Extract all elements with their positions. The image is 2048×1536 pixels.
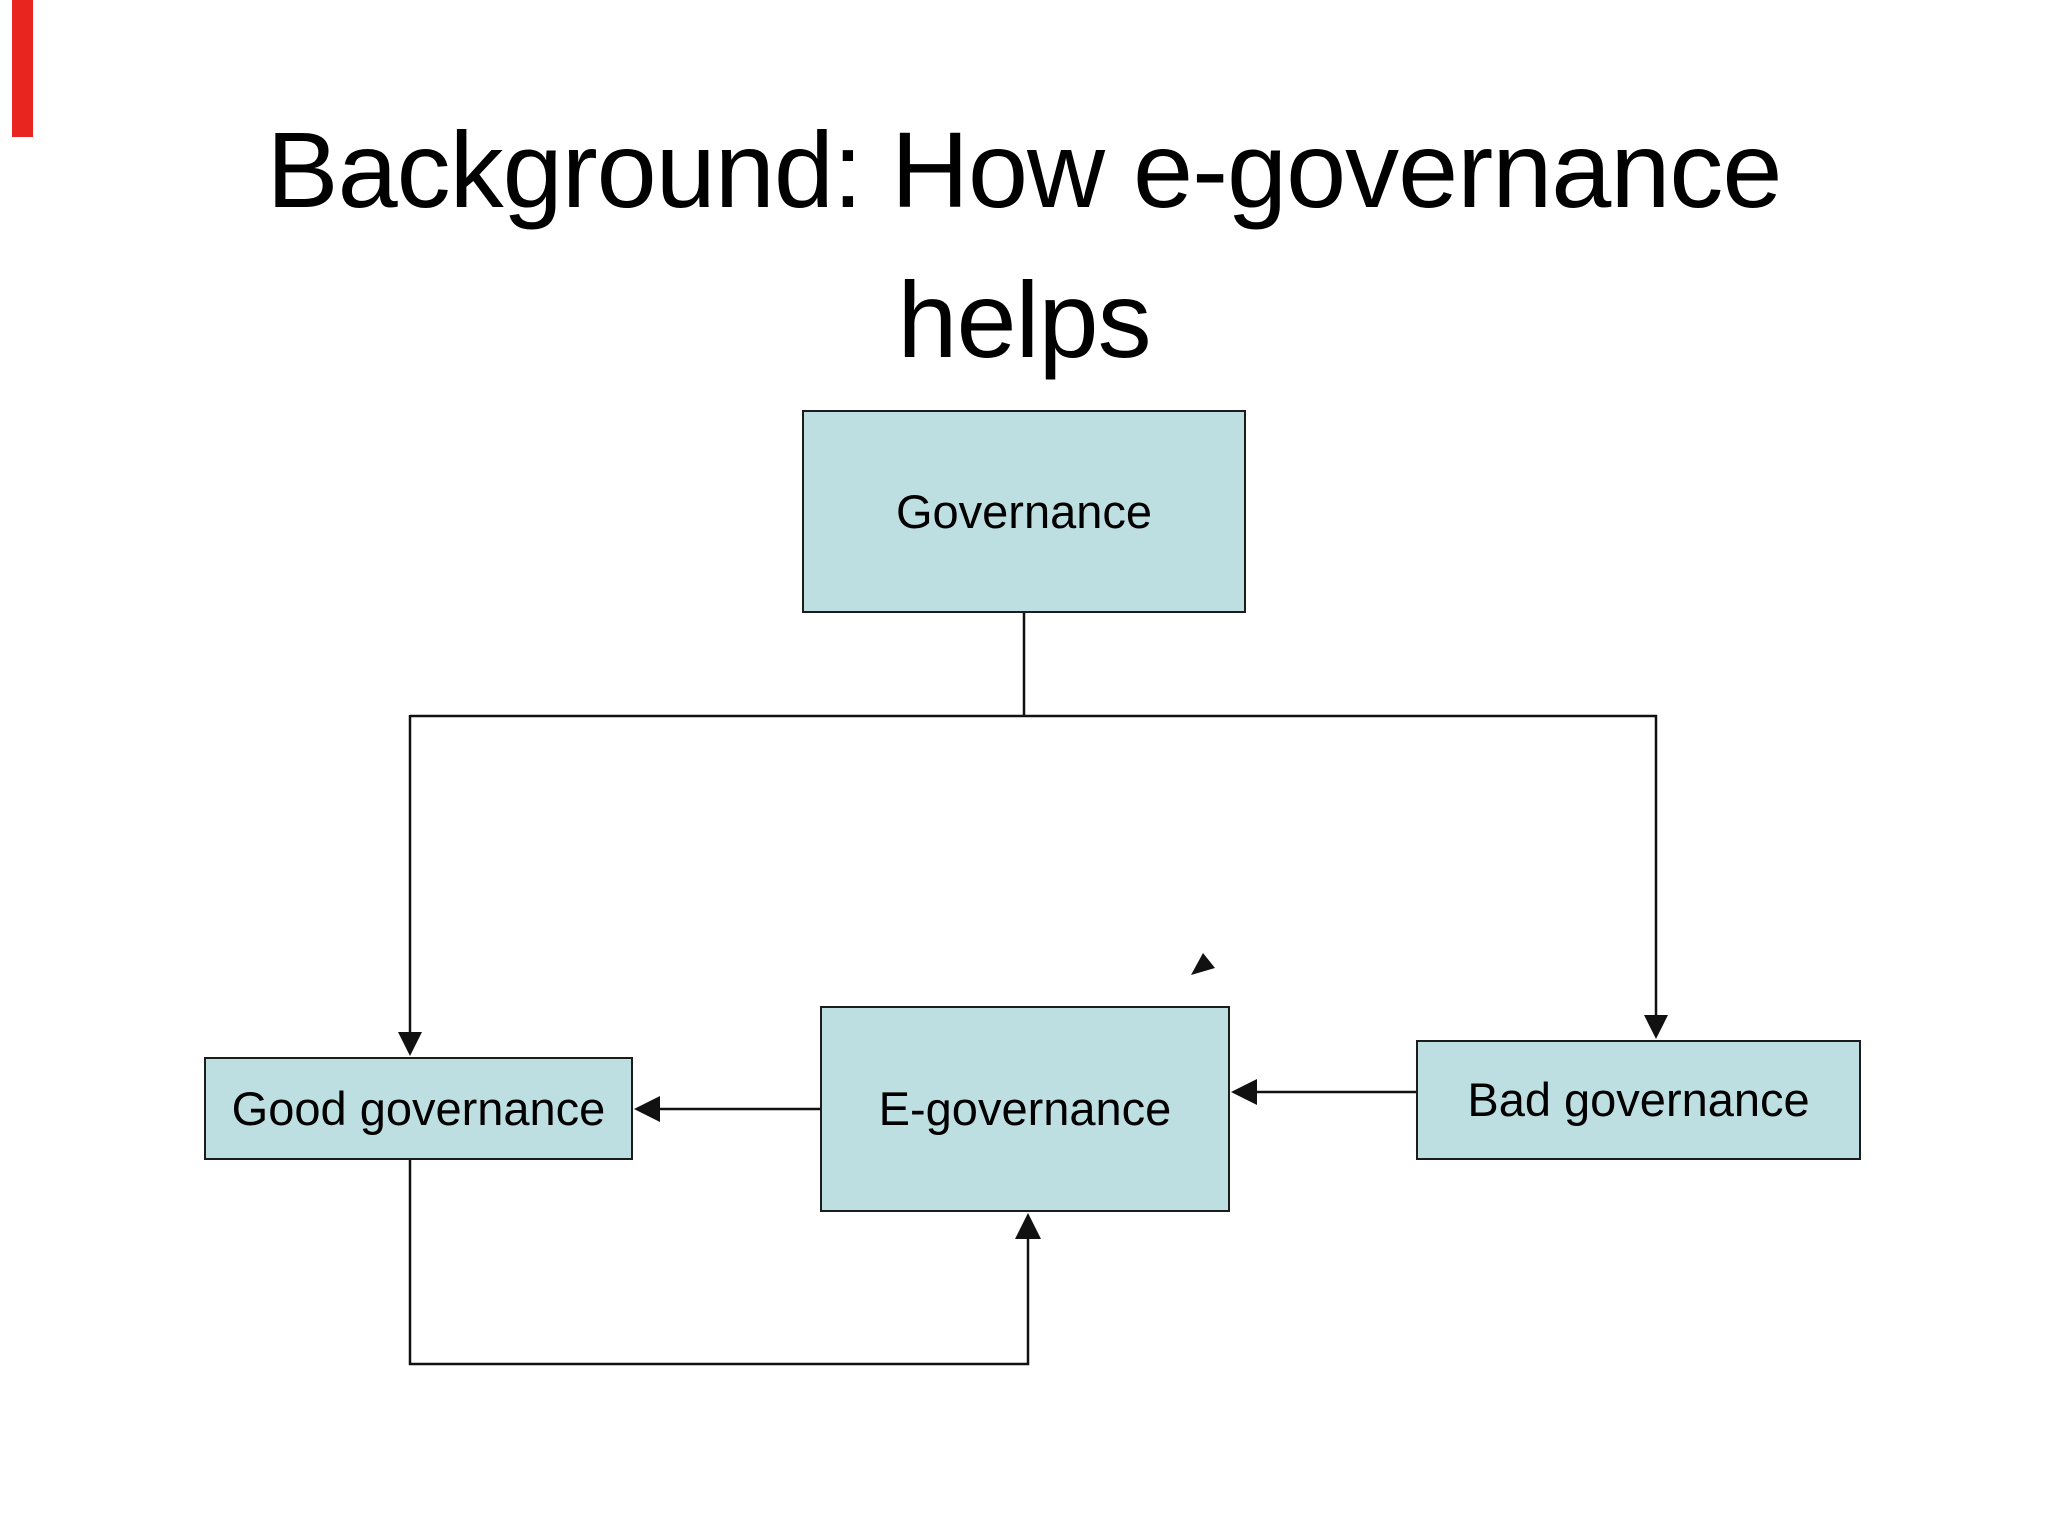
slide-title-line-1: Background: How e-governance <box>266 109 1783 230</box>
node-good-governance-label: Good governance <box>231 1081 606 1135</box>
arrowhead-into-good-governance-right <box>634 1096 660 1122</box>
node-good-governance: Good governance <box>204 1057 633 1160</box>
node-governance-label: Governance <box>895 484 1153 538</box>
node-bad-governance: Bad governance <box>1416 1040 1861 1160</box>
arrowhead-into-good-governance-top <box>398 1032 422 1056</box>
arrowhead-into-egov-right <box>1231 1079 1257 1105</box>
node-governance: Governance <box>802 410 1246 613</box>
slide-accent-bar <box>12 0 33 137</box>
node-e-governance-label: E-governance <box>878 1082 1172 1136</box>
connector-feedback-loop <box>408 1160 1030 1366</box>
arrowhead-into-egov-bottom <box>1015 1213 1041 1239</box>
slide-title: Background: How e-governance helps <box>0 95 2048 395</box>
stray-arrowhead <box>1191 953 1215 975</box>
arrowhead-into-bad-governance-top <box>1644 1015 1668 1039</box>
node-e-governance: E-governance <box>820 1006 1230 1212</box>
node-bad-governance-label: Bad governance <box>1467 1073 1810 1127</box>
slide-title-line-2: helps <box>897 259 1151 380</box>
